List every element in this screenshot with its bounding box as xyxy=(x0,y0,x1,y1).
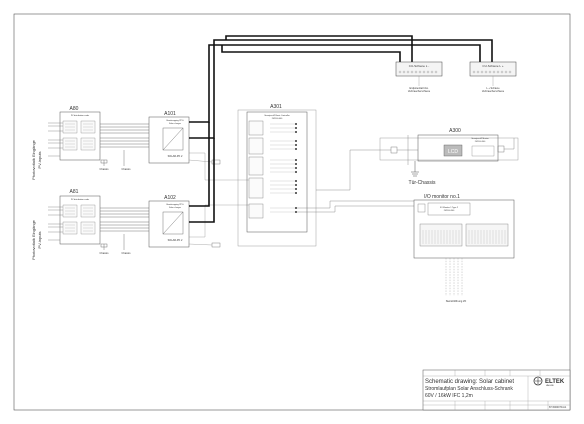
a300-lcd-display xyxy=(443,144,463,157)
a300-right-terminal xyxy=(497,145,505,153)
module-a301: A301 Smartpack2 Basic Controller 242100.… xyxy=(237,104,317,247)
a80-box xyxy=(59,111,101,161)
a300-desc-line2: 242100.900 xyxy=(475,141,486,143)
module-a300: A300 Smartpack2 Master 242100.900 LCD xyxy=(379,128,519,162)
a81-to-a102-wires xyxy=(100,207,149,232)
pv-inputs-label-top: Photovoltaik Eingänge PV-inputs xyxy=(31,139,42,180)
chassis-label-a80-mid: Chassis xyxy=(122,168,132,171)
a101-ref: A101 xyxy=(164,111,176,117)
a301-sections xyxy=(248,120,264,219)
busbar-l-plus-title: CU-Schiene L + xyxy=(482,64,503,68)
a80-to-a101-wires xyxy=(100,123,149,148)
busbar-l-plus-sub1: L + Schiene xyxy=(486,87,500,90)
busbar-l-plus: CU-Schiene L + L + Schiene Verbrauchersc… xyxy=(469,61,517,93)
a102-desc-line1: Bootstrapping PPG xyxy=(166,203,184,206)
pv-inputs-label-bottom-line1: Photovoltaik Eingänge xyxy=(31,219,36,260)
io-left-terminal xyxy=(417,203,426,213)
a102-box xyxy=(148,200,190,248)
a301-pin-marks xyxy=(295,123,297,213)
chassis-a81 xyxy=(100,234,125,250)
io-header-box xyxy=(427,202,471,216)
title-block-frame xyxy=(422,369,571,411)
a81-input-wires xyxy=(48,206,63,241)
a300-io-block xyxy=(471,145,495,157)
a101-converter xyxy=(162,127,184,151)
module-a80: A80 PV distribution cards xyxy=(59,106,101,161)
a300-left-terminal xyxy=(390,146,398,154)
busbar-drops xyxy=(418,76,494,86)
module-a102: A102 Bootstrapping PPG Solar charger SOL… xyxy=(148,195,190,248)
pv-inputs-label-top-line1: Photovoltaik Eingänge xyxy=(31,139,36,180)
a300-outer xyxy=(379,137,519,161)
company-sub: VALERE xyxy=(546,384,554,387)
eltek-logo: ELTEK VALERE xyxy=(533,376,565,387)
a81-ref: A81 xyxy=(70,189,79,195)
title-block: Schematic drawing: Solar cabinet Stromla… xyxy=(422,369,571,411)
a102-ref: A102 xyxy=(164,195,176,201)
power-bus-lines xyxy=(189,35,493,223)
eltek-logo-icon xyxy=(533,376,543,386)
io-desc-line2: 242100.500 xyxy=(444,210,455,212)
title-line1: Schematic drawing: Solar cabinet xyxy=(425,379,514,385)
a81-card-details xyxy=(65,207,93,232)
a81-cards xyxy=(62,204,96,235)
a300-desc-line1: Smartpack2 Master xyxy=(471,137,489,140)
busbar-l-plus-sub2: Verbraucherschiene xyxy=(482,90,505,93)
io-ref: I/O monitor no.1 xyxy=(424,194,460,200)
a301-output-wires xyxy=(297,149,414,213)
a101-box xyxy=(148,116,190,164)
drawing-frame xyxy=(13,13,571,411)
chassis-label-a81-mid: Chassis xyxy=(122,252,132,255)
a301-pin-lines xyxy=(270,123,296,213)
a101-model: SOLAR-PK 2 xyxy=(168,155,183,158)
title-block-grid xyxy=(423,370,570,410)
busbar-l-minus-title: CU-Schiene L - xyxy=(409,64,429,68)
door-chassis-label: Tür-Chassis xyxy=(409,180,436,186)
a80-cards xyxy=(62,120,96,151)
io-outer xyxy=(413,199,515,259)
io-cable-caption: Steinitzöffnung I/O xyxy=(446,300,467,303)
pv-inputs-label-bottom-line2: PV-inputs xyxy=(37,231,42,248)
io-terminal-ticks xyxy=(422,230,506,244)
a300-lcd-label: LCD xyxy=(448,149,458,155)
a102-desc-line2: Solar charger xyxy=(169,207,181,209)
a102-model: SOLAR-PK 2 xyxy=(168,239,183,242)
a301-desc-line2: 242100.400 xyxy=(272,118,283,120)
io-dashed-cables xyxy=(445,258,463,296)
a80-desc: PV distribution cards xyxy=(71,114,89,117)
a101-desc-line1: Bootstrapping PPG xyxy=(166,119,184,122)
chassis-label-a80: Chassis xyxy=(100,168,110,171)
module-a81: A81 PV distribution cards xyxy=(59,189,101,245)
a81-box xyxy=(59,195,101,245)
a300-ref: A300 xyxy=(449,128,461,134)
a101-desc-line2: Solar charger xyxy=(169,123,181,125)
title-line2: Stromlaufplan Solar Anschluss-Schrank xyxy=(425,386,513,392)
busbar-l-minus-sub1: Erdpotential bzw. xyxy=(409,87,428,90)
signal-wires-a10x xyxy=(188,152,250,246)
drawing-number: 87-5000079-A1 xyxy=(549,406,567,409)
a301-ref: A301 xyxy=(270,104,282,110)
a301-outer xyxy=(237,109,317,247)
chassis-label-a81: Chassis xyxy=(100,252,110,255)
a80-card-details xyxy=(65,123,93,148)
io-desc-line1: I/O Monitor 1 Type 2 xyxy=(440,206,459,209)
a80-input-wires xyxy=(48,122,63,157)
busbar-l-minus-sub2: Verbraucherschiene xyxy=(408,90,431,93)
door-chassis-symbol xyxy=(411,161,419,177)
a301-desc-line1: Smartpack2 Basic Controller xyxy=(264,114,290,117)
a80-ref: A80 xyxy=(70,106,79,112)
a81-desc: PV distribution cards xyxy=(71,198,89,201)
a300-wires xyxy=(397,135,515,165)
module-io-monitor: I/O monitor no.1 I/O Monitor 1 Type 2 24… xyxy=(413,194,515,259)
chassis-a80 xyxy=(100,150,125,166)
pv-inputs-label-bottom: Photovoltaik Eingänge PV-inputs xyxy=(31,219,42,260)
a102-converter xyxy=(162,211,184,235)
module-a101: A101 Bootstrapping PPG Solar charger SOL… xyxy=(148,111,190,164)
title-line3: 60V / 16kW IFC 1,2m xyxy=(425,393,473,399)
a301-box xyxy=(246,111,308,233)
pv-inputs-label-top-line2: PV-inputs xyxy=(37,151,42,168)
company-name: ELTEK xyxy=(545,379,565,385)
